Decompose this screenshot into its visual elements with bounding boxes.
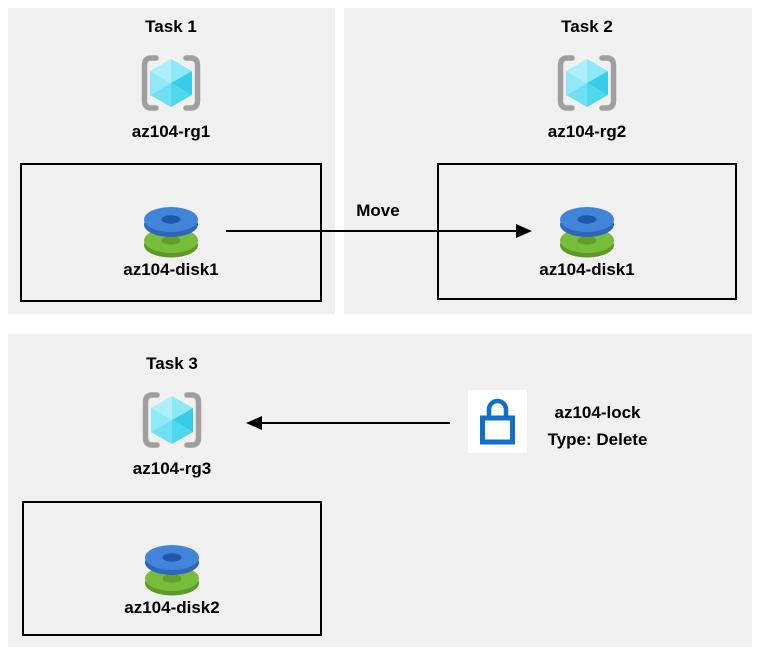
resource-group-icon [140, 390, 204, 450]
task3-disk-label: az104-disk2 [124, 598, 220, 617]
task3-disk-box [22, 501, 322, 636]
move-arrow-label: Move [356, 201, 400, 220]
task2-title: Task 2 [561, 17, 613, 36]
task1-title: Task 1 [145, 17, 197, 36]
task3-title: Task 3 [146, 354, 198, 373]
lock-icon [480, 398, 515, 445]
lock-type-label: Type: Delete [547, 430, 648, 449]
panel-task1 [8, 8, 335, 314]
task3-resource-group-label: az104-rg3 [132, 459, 212, 478]
task2-disk-label: az104-disk1 [539, 260, 635, 279]
disk-icon [560, 207, 614, 258]
panel-task3 [8, 334, 752, 647]
task1-disk-box [20, 163, 322, 302]
task2-resource-group-label: az104-rg2 [547, 122, 627, 141]
lock-caption: az104-lock Type: Delete [527, 399, 668, 453]
task1-resource-group-label: az104-rg1 [131, 122, 211, 141]
panel-task2 [344, 8, 752, 314]
lock-tile [468, 390, 527, 453]
lock-name-label: az104-lock [554, 403, 641, 422]
task1-disk-label: az104-disk1 [123, 260, 219, 279]
arrow-right-icon [226, 224, 532, 238]
resource-group-icon [139, 53, 203, 113]
resource-group-icon [555, 53, 619, 113]
disk-icon [144, 207, 198, 258]
arrow-left-icon [246, 416, 450, 430]
disk-icon [145, 545, 199, 596]
